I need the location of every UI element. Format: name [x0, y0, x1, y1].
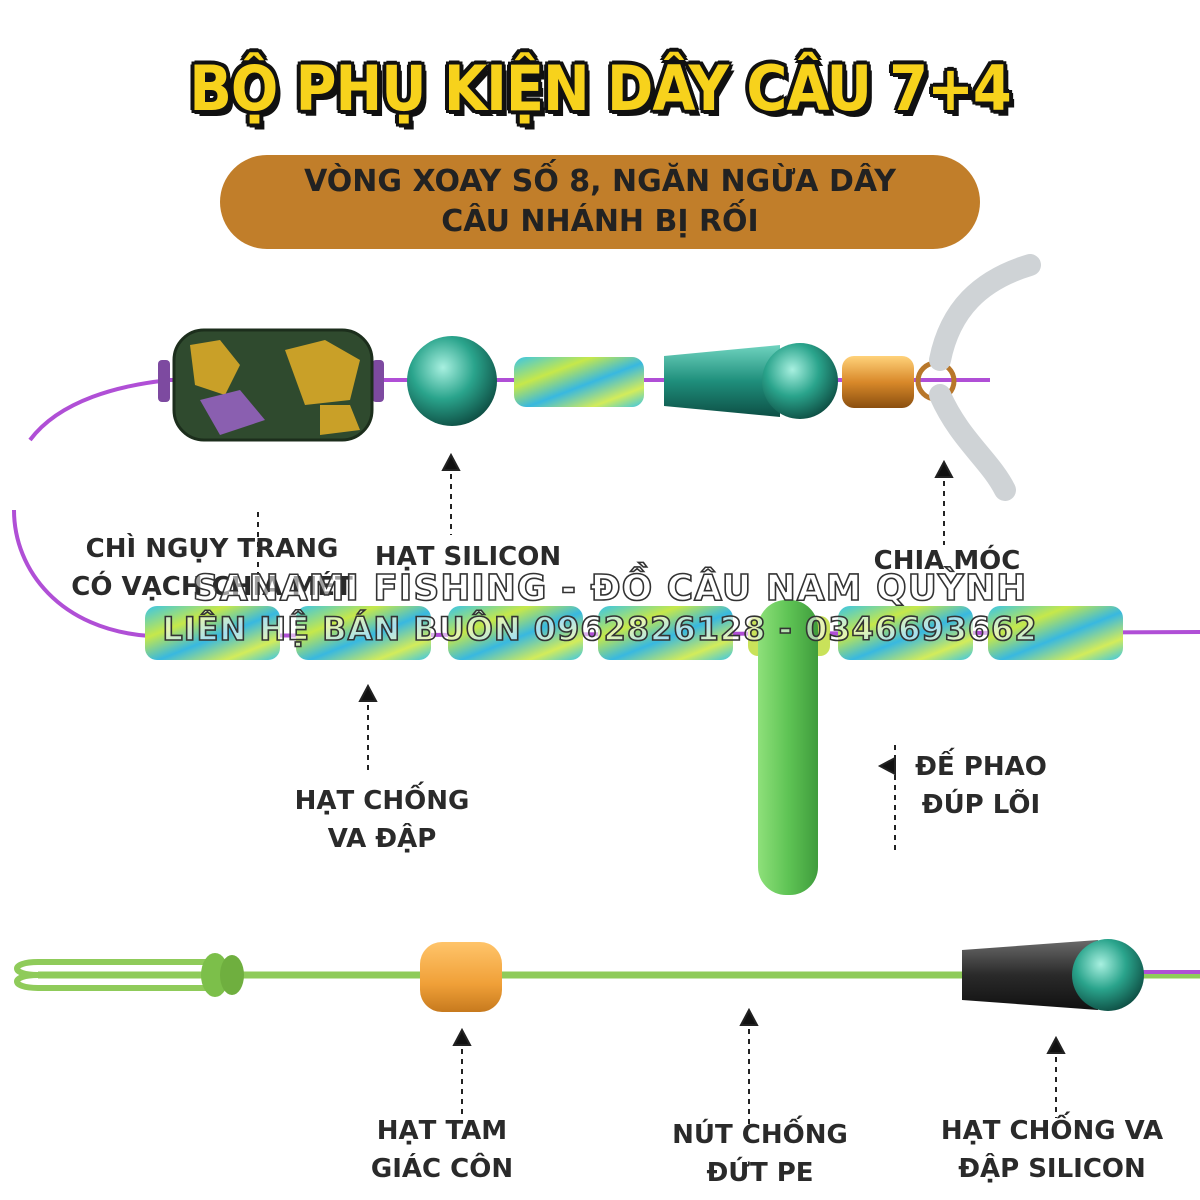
pointer-arrows	[257, 452, 1066, 1125]
silicon-bead	[407, 336, 497, 426]
label-cone-bead-line-2: GIÁC CÔN	[370, 1154, 514, 1184]
label-float-base-line-2: ĐÚP LÕI	[921, 790, 1041, 820]
label-cone-bead-line-1: HẠT TAM	[376, 1116, 508, 1146]
label-cone-bead: HẠT TAM GIÁC CÔN	[352, 1112, 532, 1188]
main-line-middle	[12, 509, 1200, 639]
label-pe-stopper-line-1: NÚT CHỐNG	[672, 1120, 848, 1150]
cone-bead	[420, 942, 502, 1012]
label-silicon-bead-line-1: HẠT SILICON	[374, 542, 562, 572]
label-silicon-shock-bead-line-1: HẠT CHỐNG VA	[940, 1116, 1164, 1146]
label-anti-shock-bead-line-1: HẠT CHỐNG	[294, 786, 470, 816]
label-sinker-line-2: CÓ VẠCH CHIA MÉT	[71, 572, 353, 602]
banner-line-1: VÒNG XOAY SỐ 8, NGĂN NGỪA DÂY	[304, 164, 896, 199]
label-silicon-bead: HẠT SILICON	[368, 538, 568, 576]
label-float-base: ĐẾ PHAO ĐÚP LÕI	[906, 748, 1056, 824]
label-silicon-shock-bead: HẠT CHỐNG VA ĐẬP SILICON	[924, 1112, 1180, 1188]
watermark-line-1: SANAMI FISHING - ĐỒ CÂU NAM QUỲNH	[192, 567, 1028, 610]
page-title: BỘ PHỤ KIỆN DÂY CÂU 7+4	[189, 52, 1011, 125]
camo-sinker	[158, 328, 384, 442]
watermark-line-2: LIÊN HỆ BÁN BUÔN 0962826128 - 0346693662	[162, 609, 1038, 649]
label-hook-splitter: CHIA MÓC	[852, 542, 1042, 580]
label-anti-shock-bead-line-2: VA ĐẬP	[327, 824, 437, 854]
label-anti-shock-bead: HẠT CHỐNG VA ĐẬP	[272, 782, 492, 858]
tube-bead-top	[514, 357, 644, 407]
feature-banner: VÒNG XOAY SỐ 8, NGĂN NGỪA DÂY CÂU NHÁNH …	[220, 155, 980, 249]
label-pe-stopper-line-2: ĐỨT PE	[706, 1158, 814, 1188]
label-sinker: CHÌ NGỤY TRANG CÓ VẠCH CHIA MÉT	[62, 530, 362, 606]
label-hook-splitter-line-1: CHIA MÓC	[873, 546, 1021, 576]
silicon-shock-bead	[962, 939, 1144, 1011]
label-silicon-shock-bead-line-2: ĐẬP SILICON	[958, 1154, 1146, 1184]
brass-swivel	[842, 356, 914, 408]
teal-cone-bead	[664, 343, 838, 419]
banner-line-2: CÂU NHÁNH BỊ RỐI	[441, 204, 759, 239]
label-pe-stopper: NÚT CHỐNG ĐỨT PE	[660, 1116, 860, 1192]
anti-shock-bead-row	[145, 606, 1123, 660]
hook-splitter	[929, 254, 1041, 501]
label-sinker-line-1: CHÌ NGỤY TRANG	[85, 534, 339, 564]
float-base	[748, 600, 830, 895]
label-float-base-line-1: ĐẾ PHAO	[915, 752, 1047, 782]
